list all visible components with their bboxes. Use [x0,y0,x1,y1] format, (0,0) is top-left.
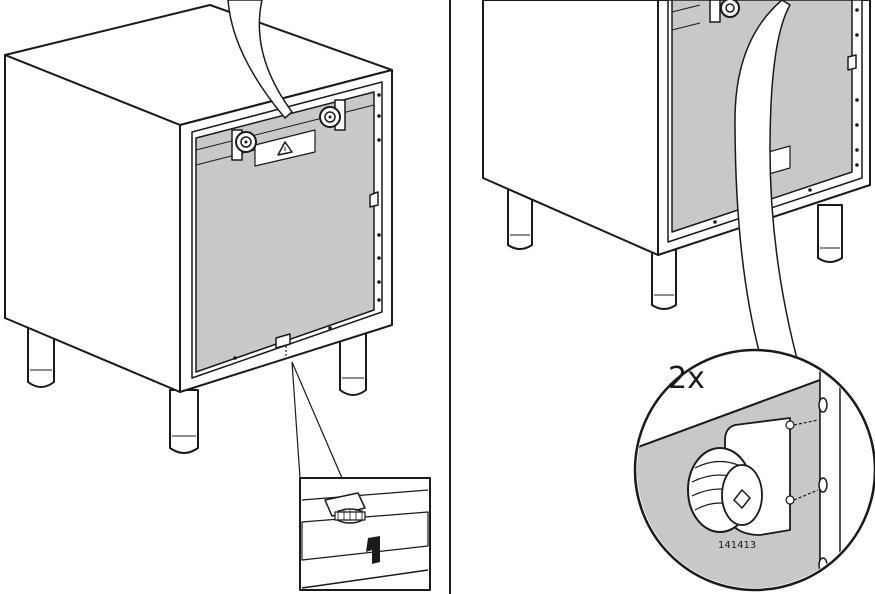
detail-box-clip [299,477,431,591]
clip-icon [847,54,857,71]
pointer-ribbon [227,0,293,119]
left-step [4,0,431,591]
callout-lines [291,361,343,479]
quantity-label: 2x [668,361,705,396]
clip-icon [275,333,291,349]
cabinet-right [482,0,871,256]
frame-holes [713,8,859,224]
back-panel [195,91,375,373]
cabinet-left [4,4,393,393]
frame-holes [233,93,381,360]
magnet-catch-icon [709,0,740,23]
detail-magnifier: 141413 [633,348,875,592]
right-step: 141413 2x [482,0,875,592]
warning-label [254,129,316,167]
magnet-catch-icon [319,99,346,131]
cabinet-legs-right [507,189,843,310]
clip-icon [369,191,379,208]
cabinet-legs-left [27,324,367,454]
magnet-catch-icon [231,129,257,161]
part-number: 141413 [718,540,756,551]
